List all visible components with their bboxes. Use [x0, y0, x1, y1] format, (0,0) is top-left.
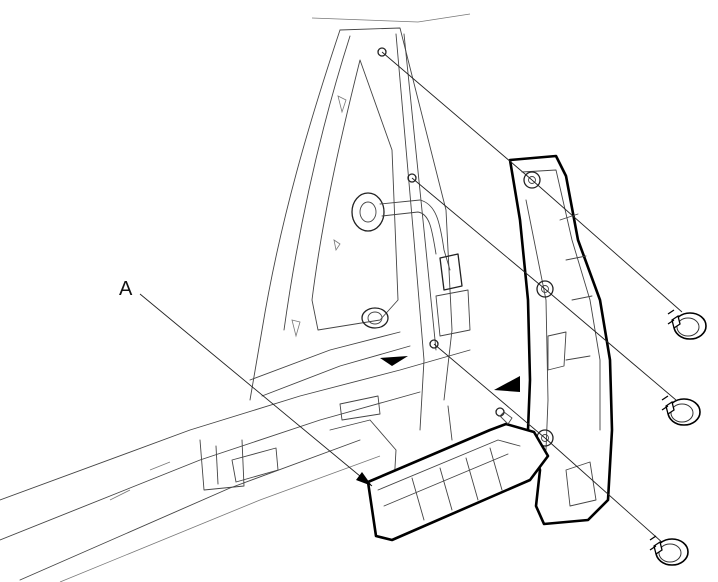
push-clip	[661, 395, 701, 426]
step-trim-piece-a	[366, 411, 550, 542]
push-clip	[667, 309, 707, 340]
callout-label-a: A	[119, 278, 133, 300]
direction-arrows	[380, 356, 520, 392]
alignment-leaders	[139, 51, 683, 545]
body-side-panel	[0, 13, 505, 582]
push-clip	[649, 535, 689, 566]
